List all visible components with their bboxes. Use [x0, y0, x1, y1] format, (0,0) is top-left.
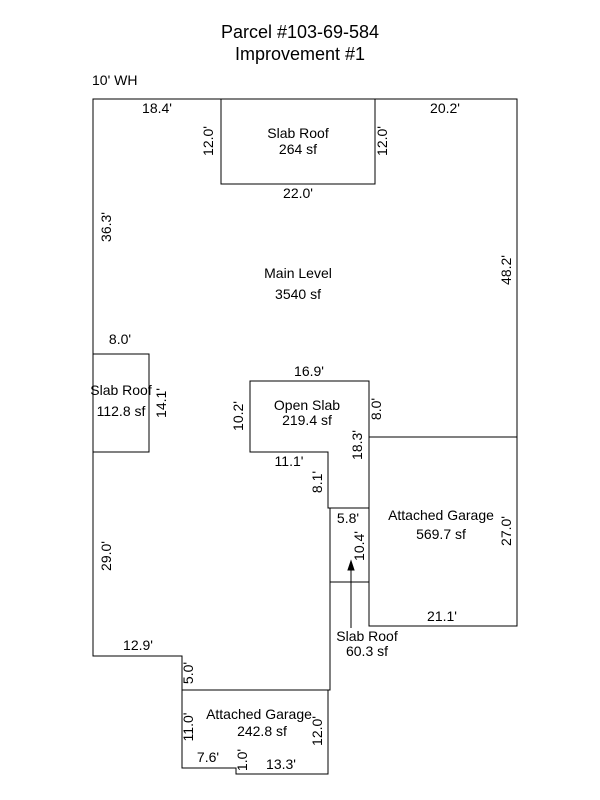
- dim-open-slab-top: 16.9': [294, 363, 324, 379]
- dim-slab-bottom-side: 10.4': [351, 531, 367, 561]
- dim-bottom-step: 12.9': [123, 637, 153, 653]
- open-slab-area: 219.4 sf: [282, 412, 332, 428]
- dim-top-left: 18.4': [142, 100, 172, 116]
- dim-slab-top-right-side: 12.0': [374, 126, 390, 156]
- dim-step-vertical: 5.0': [180, 662, 196, 684]
- dim-notch-vertical: 8.1': [309, 471, 325, 493]
- improvement-title: Improvement #1: [234, 44, 366, 64]
- dim-right-side: 48.2': [498, 255, 514, 285]
- wall-height-note: 10' WH: [92, 72, 138, 88]
- dim-garage-bottom-notch: 1.0': [234, 749, 250, 771]
- dim-open-slab-left: 10.2': [230, 401, 246, 431]
- dim-slab-bottom-top: 5.8': [337, 510, 359, 526]
- dim-top-right: 20.2': [430, 100, 460, 116]
- dim-open-slab-right: 8.0': [368, 398, 384, 420]
- parcel-title: Parcel #103-69-584: [220, 22, 380, 42]
- dim-slab-left-top: 8.0': [109, 331, 131, 347]
- open-slab-name: Open Slab: [274, 397, 340, 413]
- dim-garage-bottom-left: 11.0': [180, 713, 196, 742]
- dim-slab-top-left-side: 12.0': [200, 126, 216, 156]
- dim-garage-right-bottom: 21.1': [427, 608, 457, 624]
- dim-inner-vertical: 18.3': [349, 430, 365, 460]
- slab-roof-top-area: 264 sf: [279, 141, 317, 157]
- slab-roof-left-area: 112.8 sf: [97, 403, 146, 419]
- slab-roof-left-outline: [92, 353, 150, 453]
- dim-garage-bottom-right: 12.0': [309, 716, 325, 746]
- garage-right-name: Attached Garage: [388, 507, 494, 523]
- slab-roof-bottom-outline: [329, 507, 370, 583]
- slab-roof-top-name: Slab Roof: [267, 125, 329, 141]
- dim-open-slab-bottom: 11.1': [275, 453, 304, 469]
- slab-roof-bottom-area: 60.3 sf: [346, 643, 388, 659]
- main-level-area: 3540 sf: [275, 286, 321, 302]
- dim-garage-right-side: 27.0': [498, 516, 514, 546]
- slab-roof-left-name: Slab Roof: [90, 382, 152, 398]
- slab-roof-bottom-name: Slab Roof: [336, 628, 398, 644]
- dim-slab-top-bottom: 22.0': [283, 185, 313, 201]
- garage-right-area: 569.7 sf: [416, 526, 466, 542]
- slab-roof-top-outline: [220, 99, 376, 185]
- dim-garage-bottom-base: 13.3': [266, 756, 296, 772]
- slab-roof-arrow-head: [347, 559, 355, 571]
- dim-slab-left-side: 14.1': [153, 388, 169, 418]
- dim-garage-bottom-base-left: 7.6': [197, 749, 219, 765]
- dim-left-lower: 29.0': [98, 541, 114, 571]
- dim-left-upper: 36.3': [98, 212, 114, 242]
- main-level-name: Main Level: [264, 265, 332, 281]
- garage-bottom-name: Attached Garage: [206, 706, 312, 722]
- garage-bottom-area: 242.8 sf: [237, 723, 287, 739]
